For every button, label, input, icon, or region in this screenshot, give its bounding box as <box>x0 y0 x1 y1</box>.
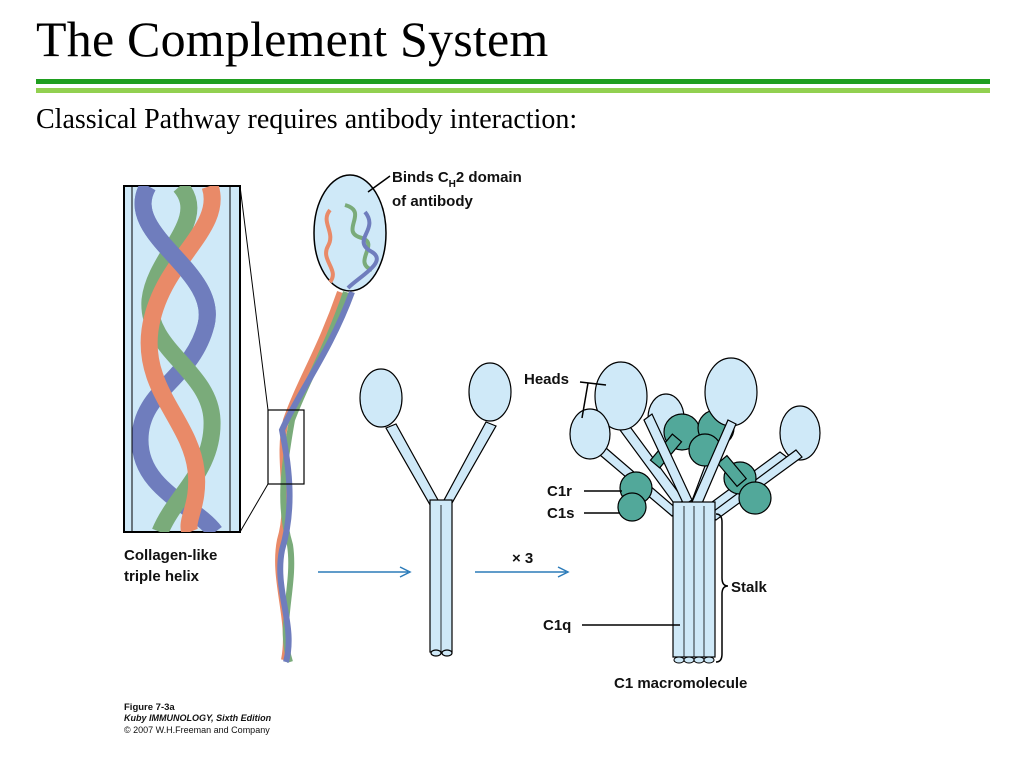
slide-subtitle: Classical Pathway requires antibody inte… <box>36 104 578 135</box>
slide-title: The Complement System <box>36 11 549 67</box>
collagen-label-line2: triple helix <box>124 568 200 585</box>
y-head-left <box>359 368 403 428</box>
stalk-label: Stalk <box>731 579 768 596</box>
binds-ch2-label-line2: of antibody <box>392 193 473 210</box>
c1q-single-chain <box>267 174 387 663</box>
figure-book: Kuby IMMUNOLOGY, Sixth Edition <box>124 713 272 723</box>
heads-leader-lines <box>579 381 607 419</box>
c1r-label: C1r <box>547 483 572 500</box>
figure-number: Figure 7-3a <box>124 702 175 713</box>
heads-label: Heads <box>524 371 569 388</box>
binds-leader-line <box>367 175 391 193</box>
figure-copyright: © 2007 W.H.Freeman and Company <box>124 725 270 735</box>
triple-helix-magnified <box>123 185 269 533</box>
collagen-label-line1: Collagen-like <box>124 547 217 564</box>
helix-strand-salmon <box>140 186 221 532</box>
title-divider-light <box>36 88 990 93</box>
arrow-times-three <box>475 566 570 578</box>
stalk-brace <box>715 513 729 663</box>
arrow-to-dimer <box>318 566 412 578</box>
c1-macromolecule-label: C1 macromolecule <box>614 675 747 692</box>
c1q-label: C1q <box>543 617 571 634</box>
times-three-label: × 3 <box>512 550 533 567</box>
c1s-label: C1s <box>547 505 575 522</box>
c1-macromolecule <box>569 357 821 664</box>
binds-ch2-label: Binds CH2 domain <box>392 169 522 190</box>
title-divider-dark <box>36 79 990 84</box>
c1q-y-subunit <box>359 362 512 657</box>
y-head-right <box>468 362 512 422</box>
globular-head-domain <box>313 174 387 292</box>
